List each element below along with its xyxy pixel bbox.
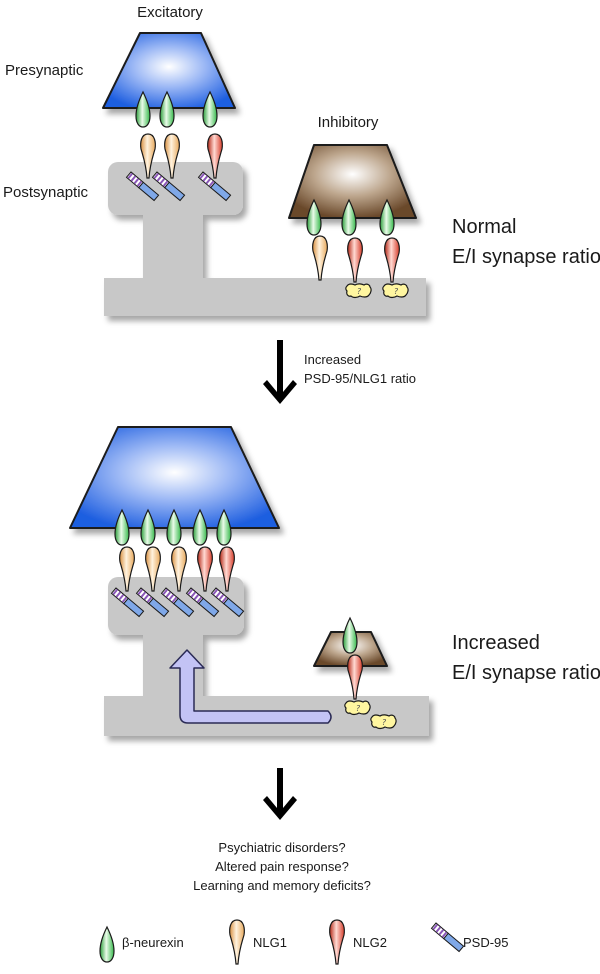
transition-label-line1: Increased	[304, 352, 361, 367]
legend-label-beta-neurexin: β-neurexin	[122, 935, 184, 950]
normal-label-line1: Normal	[452, 216, 516, 238]
outcome-line3: Learning and memory deficits?	[193, 878, 371, 893]
legend-label-nlg2: NLG2	[353, 935, 387, 950]
unknown-partner-blob: ?	[345, 283, 372, 299]
svg-text:?: ?	[357, 287, 362, 296]
presynaptic-label: Presynaptic	[5, 62, 84, 79]
inhibitory-label: Inhibitory	[318, 114, 379, 131]
normal-label-line2: E/I synapse ratio	[452, 246, 600, 268]
beta-neurexin-icon	[99, 926, 115, 963]
increased-label-line2: E/I synapse ratio	[452, 662, 600, 684]
inhibitory-presynaptic-terminal-top	[288, 144, 417, 219]
feedback-arrow-icon	[169, 649, 332, 724]
unknown-partner-blob: ?	[382, 283, 409, 299]
nlg2	[384, 237, 400, 283]
down-arrow-icon	[263, 768, 297, 820]
outcome-line1: Psychiatric disorders?	[218, 840, 345, 855]
transition-label-line2: PSD-95/NLG1 ratio	[304, 371, 416, 386]
unknown-partner-blob: ?	[370, 714, 397, 730]
beta-neurexin	[342, 617, 358, 654]
excitatory-label: Excitatory	[137, 4, 203, 21]
excitatory-presynaptic-terminal-top	[102, 32, 236, 109]
postsynaptic-label: Postsynaptic	[3, 184, 89, 201]
nlg1-icon	[229, 919, 245, 965]
svg-text:?: ?	[382, 718, 387, 727]
nlg2-icon	[329, 919, 345, 965]
legend-label-nlg1: NLG1	[253, 935, 287, 950]
unknown-partner-blob: ?	[344, 700, 371, 716]
nlg2	[347, 654, 363, 700]
nlg2	[347, 237, 363, 283]
nlg1	[312, 235, 328, 281]
increased-label-line1: Increased	[452, 632, 540, 654]
legend-label-psd-95: PSD-95	[463, 935, 509, 950]
svg-text:?: ?	[394, 287, 399, 296]
legend: β-neurexin NLG1 NLG2 PSD-95	[99, 919, 509, 965]
psd95-icon	[431, 922, 465, 953]
down-arrow-icon	[263, 340, 297, 404]
outcome-line2: Altered pain response?	[215, 859, 349, 874]
excitatory-presynaptic-terminal-bottom	[69, 426, 280, 529]
svg-text:?: ?	[356, 704, 361, 713]
